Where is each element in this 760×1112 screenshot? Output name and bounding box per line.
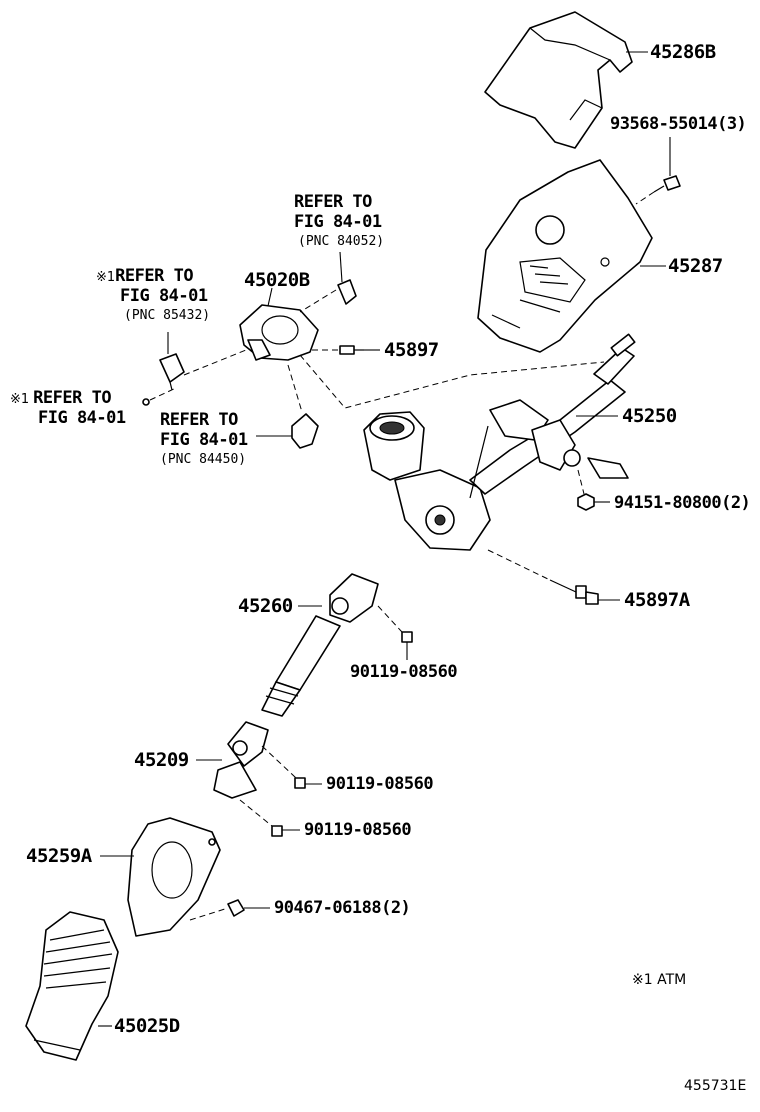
part-label-93568: 93568-55014(3) <box>610 114 747 134</box>
part-label-45020B: 45020B <box>244 269 310 291</box>
ref-line2: FIG 84-01 <box>294 212 382 232</box>
ref-pnc: (PNC 85432) <box>124 308 211 323</box>
ref-line2: FIG 84-01 <box>38 408 126 428</box>
ref-line1: REFER TO <box>294 192 372 212</box>
reference-callout-85432: ※1REFER TO FIG 84-01 (PNC 85432) <box>96 266 210 326</box>
part-label-45897A: 45897A <box>624 589 690 611</box>
legend-note: ※1 ATM <box>632 972 687 988</box>
ref-pnc: (PNC 84052) <box>298 234 385 249</box>
bolt-90119-c <box>271 825 283 837</box>
switch-part-84052 <box>337 279 357 305</box>
upper-column-cover <box>484 11 633 149</box>
key-cylinder-housing <box>239 304 319 361</box>
bolt-90119-a <box>401 631 413 643</box>
part-label-90119-a: 90119-08560 <box>350 662 458 682</box>
part-label-90467: 90467-06188(2) <box>274 898 411 918</box>
part-label-45260: 45260 <box>238 595 293 617</box>
part-label-94151: 94151-80800(2) <box>614 493 751 513</box>
bolt-90119-b <box>294 777 306 789</box>
part-label-45897: 45897 <box>384 339 439 361</box>
part-label-45209: 45209 <box>134 749 189 771</box>
part-label-90119-c: 90119-08560 <box>304 820 412 840</box>
clip-90467 <box>227 899 245 917</box>
figure-id: 455731E <box>684 1078 747 1094</box>
bolt-45897A <box>549 579 599 605</box>
reference-callout-84052: REFER TO FIG 84-01 (PNC 84052) <box>294 192 384 252</box>
ref-pnc: (PNC 84450) <box>160 452 247 467</box>
switch-part-84450 <box>291 413 319 449</box>
intermediate-shaft <box>261 573 379 717</box>
part-label-45286B: 45286B <box>650 41 716 63</box>
part-label-45287: 45287 <box>668 255 723 277</box>
ref-line2: FIG 84-01 <box>160 430 248 450</box>
steering-column-assembly <box>363 333 636 551</box>
switch-part-85432 <box>159 353 185 391</box>
ref-line2: FIG 84-01 <box>120 286 208 306</box>
ref-mark: ※1 <box>10 392 30 407</box>
small-screw-ref <box>142 398 150 406</box>
part-label-45025D: 45025D <box>114 1015 180 1037</box>
reference-callout-84450: REFER TO FIG 84-01 (PNC 84450) <box>160 410 248 470</box>
cover-screw <box>653 175 681 193</box>
universal-joint <box>213 721 269 799</box>
bolt-45897 <box>339 345 364 355</box>
lower-column-cover <box>477 159 653 353</box>
nut-94151 <box>577 493 595 511</box>
part-label-45259A: 45259A <box>26 845 92 867</box>
steering-boot <box>25 911 119 1061</box>
ref-mark: ※1 <box>96 270 116 285</box>
ref-line1: REFER TO <box>160 410 238 430</box>
ref-line1: REFER TO <box>33 388 112 408</box>
part-label-45250: 45250 <box>622 405 677 427</box>
part-label-90119-b: 90119-08560 <box>326 774 434 794</box>
column-hole-cover <box>127 817 221 937</box>
ref-line1: REFER TO <box>115 266 194 286</box>
